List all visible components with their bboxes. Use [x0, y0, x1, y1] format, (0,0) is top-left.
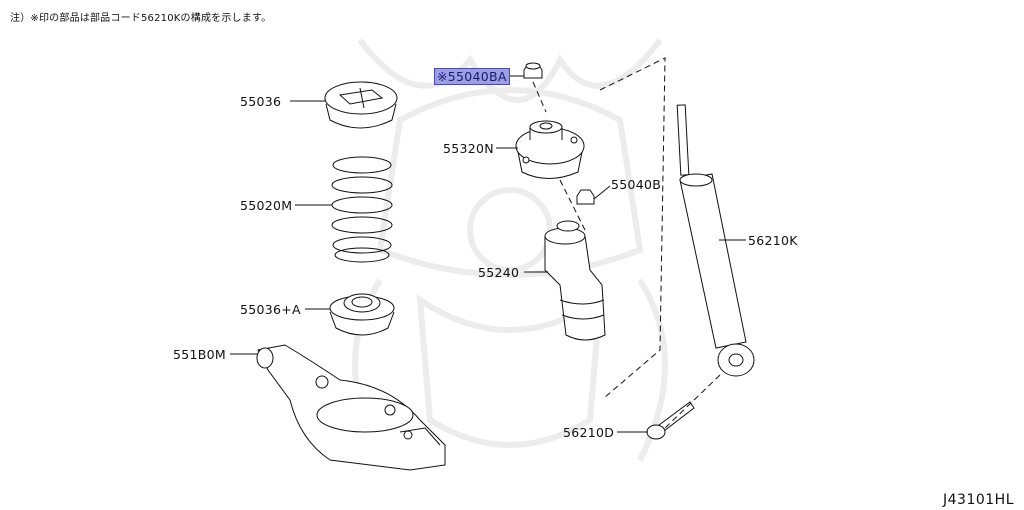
diagram-id: J43101HL	[943, 492, 1014, 508]
nut-55040ba	[523, 62, 543, 79]
leader-lines	[230, 75, 746, 433]
part-code-55240[interactable]: 55240	[478, 265, 520, 280]
coil-spring	[331, 156, 393, 263]
part-code-55036a[interactable]: 55036+A	[240, 302, 301, 317]
bump-stop	[544, 220, 606, 341]
part-code-55040b[interactable]: 55040B	[611, 177, 662, 192]
part-code-56210k[interactable]: 56210K	[748, 233, 798, 248]
assembly-guides	[532, 57, 721, 429]
part-code-55040ba-highlighted[interactable]: ※55040BA	[434, 68, 510, 85]
part-code-551b0m[interactable]: 551B0M	[173, 347, 226, 362]
lower-spring-seat	[329, 293, 395, 336]
part-drawings	[256, 62, 755, 471]
strut-mount	[515, 120, 585, 179]
part-code-55036[interactable]: 55036	[240, 94, 282, 109]
shock-absorber	[676, 104, 755, 377]
part-code-55020m[interactable]: 55020M	[240, 198, 293, 213]
part-code-55320n[interactable]: 55320N	[443, 141, 494, 156]
note-text: 注）※印の部品は部品コード56210Kの構成を示します。	[10, 13, 272, 24]
part-code-56210d[interactable]: 56210D	[563, 425, 615, 440]
nut-55040b	[576, 189, 595, 205]
lower-link-arm	[256, 344, 446, 471]
watermark-emblem	[352, 38, 668, 462]
upper-spring-seat	[324, 81, 398, 129]
